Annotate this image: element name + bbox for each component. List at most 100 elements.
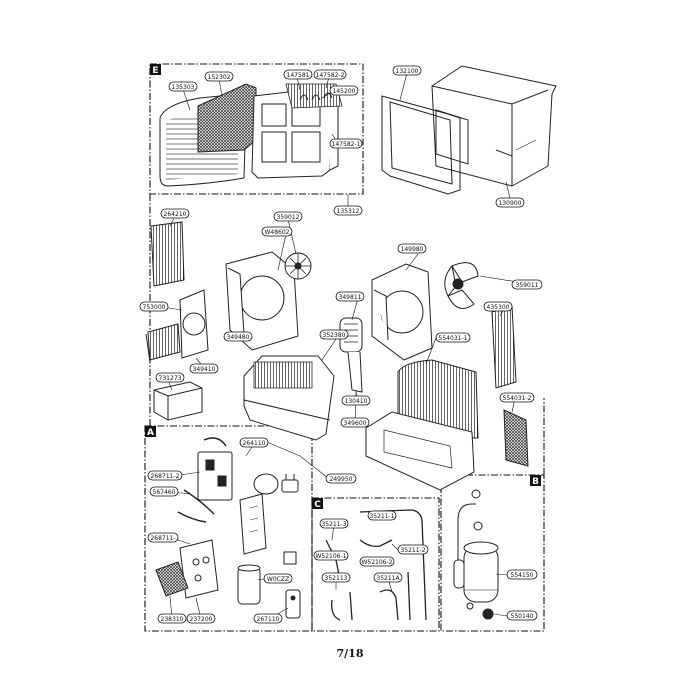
base-pan-drawing — [243, 355, 335, 441]
bubble-149980 — [397, 243, 427, 254]
control-knob-plate-drawing — [179, 539, 219, 599]
wire-harness-drawing — [177, 437, 279, 523]
shroud-drawing — [371, 263, 433, 361]
label-268711-2: 268711-2 — [151, 473, 180, 480]
bubble-554150 — [506, 569, 538, 580]
bubble-35211-1 — [367, 510, 397, 521]
bubble-130900 — [495, 197, 525, 208]
label-147582-1: 147582-1 — [332, 141, 361, 148]
label-W52106-1: W52106-1 — [315, 553, 346, 560]
label-35211A: 35211A — [376, 575, 400, 582]
bubble-268711-2 — [147, 470, 183, 481]
label-237200: 237200 — [190, 616, 213, 623]
label-267110: 267110 — [257, 616, 280, 623]
bubble-238310 — [157, 613, 187, 624]
bubble-147581 — [283, 69, 313, 80]
bubble-753000 — [139, 301, 169, 312]
control-bracket-drawing — [239, 493, 267, 555]
blower-housing-drawing — [225, 251, 299, 351]
section-c-frame — [311, 497, 440, 632]
section-b-letter: B — [532, 477, 539, 487]
bubble-352113 — [321, 572, 351, 583]
label-359012: 359012 — [277, 214, 300, 221]
bubble-147582-1 — [329, 138, 363, 149]
bubble-147582-2 — [313, 69, 347, 80]
label-753000: 753000 — [143, 304, 166, 311]
bubble-135303 — [168, 81, 198, 92]
bubble-554031-1 — [435, 332, 471, 343]
section-e-frame — [149, 63, 364, 195]
evaporator-coil-drawing — [150, 221, 185, 287]
side-filter-drawing — [503, 409, 529, 467]
label-135312: 135312 — [337, 208, 360, 215]
blower-wheel-drawing — [284, 252, 312, 280]
bubble-130410 — [341, 395, 371, 406]
label-35211-3: 35211-3 — [321, 521, 346, 528]
bubble-152302 — [204, 71, 234, 82]
label-554031-2: 554031-2 — [503, 395, 532, 402]
bubble-352380 — [319, 329, 349, 340]
touch-panel-drawing — [155, 561, 189, 597]
bubble-264210 — [160, 208, 190, 219]
bubble-W52106-1 — [313, 550, 349, 561]
bubble-435300 — [483, 301, 513, 312]
label-349811: 349811 — [339, 294, 362, 301]
compressor-drawing — [463, 541, 499, 603]
bubble-W48602 — [261, 226, 293, 237]
section-c-letter: C — [314, 500, 321, 510]
bubble-267110 — [253, 613, 283, 624]
side-panel-drawing — [491, 305, 517, 389]
label-35211-2: 35211-2 — [400, 547, 425, 554]
label-567460: 567460 — [153, 489, 176, 496]
label-130410: 130410 — [345, 398, 368, 405]
power-cord-drawing — [281, 474, 299, 493]
compressor-mounts-drawing — [466, 489, 494, 620]
bubble-359011 — [511, 279, 543, 290]
label-152302: 152302 — [208, 74, 231, 81]
control-box-drawing — [145, 323, 181, 363]
label-132100: 132100 — [396, 68, 419, 75]
condenser-base-drawing — [365, 411, 475, 491]
capacitor-drawing — [237, 564, 261, 605]
section-a-letter: A — [147, 428, 154, 438]
air-filter-drawing — [197, 83, 257, 153]
bubble-35211-3 — [319, 518, 349, 529]
label-135303: 135303 — [172, 84, 195, 91]
bubble-268711 — [147, 532, 179, 543]
bubble-349410 — [189, 363, 219, 374]
label-249950: 249950 — [330, 476, 353, 483]
part-label-texts: 152302 135303 147581 147582-2 145200 147… — [143, 68, 539, 623]
remote-control-drawing — [285, 589, 301, 619]
label-268711: 268711- — [150, 535, 175, 542]
section-c-tag: C — [312, 498, 323, 510]
drain-pad-drawing — [153, 381, 203, 421]
label-349480: 349480 — [227, 334, 250, 341]
control-panel-drawing — [197, 451, 233, 501]
label-349410: 349410 — [193, 366, 216, 373]
bubble-349480 — [223, 331, 253, 342]
label-731273: 731273 — [159, 375, 182, 382]
bubble-35211-2 — [397, 544, 429, 555]
refrigerant-tubing-drawing — [325, 509, 427, 621]
label-264110: 264110 — [243, 440, 266, 447]
bubble-W52106-2 — [359, 556, 395, 567]
bubble-135312 — [333, 205, 363, 216]
bubble-550140 — [506, 610, 538, 621]
bubble-249950 — [325, 473, 357, 484]
label-264210: 264210 — [164, 211, 187, 218]
cabinet-gasket-drawing — [381, 95, 461, 195]
section-e-letter: E — [152, 66, 158, 76]
section-a-tag: A — [145, 426, 156, 438]
label-147582-2: 147582-2 — [316, 72, 345, 79]
bubble-35211A — [373, 572, 403, 583]
label-238310: 238310 — [161, 616, 184, 623]
orifice-plate-drawing — [179, 289, 209, 359]
label-349600: 349600 — [344, 420, 367, 427]
relay-drawing — [283, 551, 297, 565]
bubble-349600 — [340, 417, 370, 428]
bubble-567460 — [149, 486, 179, 497]
bubble-731273 — [155, 372, 185, 383]
section-b-frame — [440, 474, 545, 632]
bubble-W0CZZ — [263, 573, 293, 584]
